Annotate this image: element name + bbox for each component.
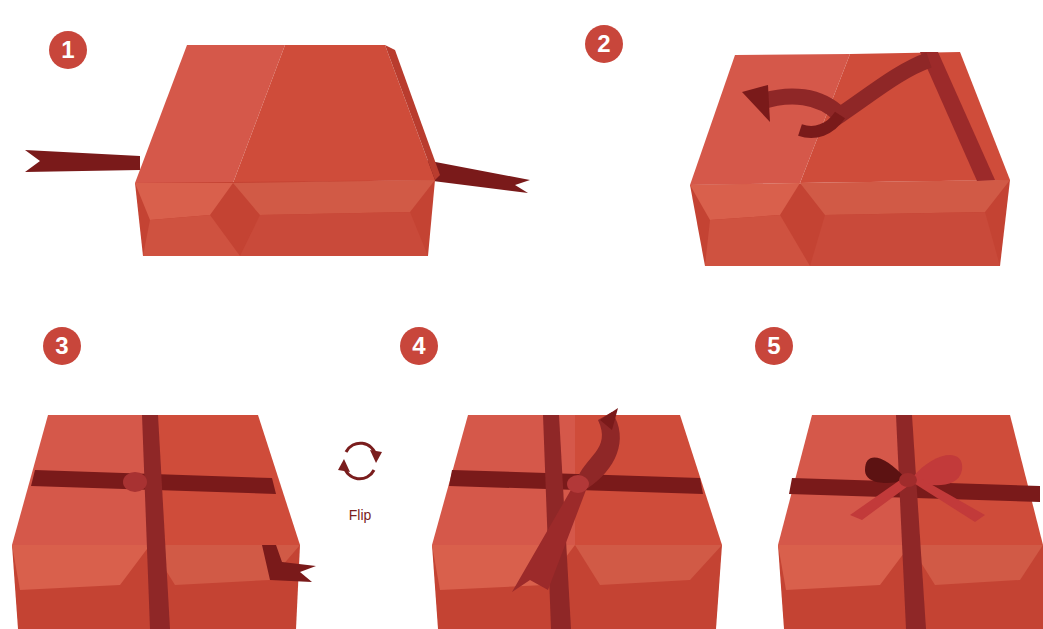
step-number-text: 5 — [767, 334, 780, 358]
gift-box-step-5-shape — [899, 473, 917, 487]
gift-box-step-3-shape — [123, 472, 147, 492]
gift-box-step-2-shape — [705, 215, 810, 266]
gift-box-step-3-shape — [142, 415, 170, 629]
gift-box-step-1-shape — [135, 183, 233, 220]
gift-box-step-2-shape — [760, 60, 929, 115]
step-number-text: 1 — [61, 38, 74, 62]
gift-box-step-4-shape — [432, 545, 722, 629]
flip-icon-shape — [346, 443, 376, 456]
gift-box-step-5-shape — [910, 545, 1043, 585]
flip-icon-shape — [344, 466, 374, 479]
gift-box-step-2-shape — [800, 115, 840, 132]
gift-box-step-2-shape — [920, 52, 995, 181]
gift-box-step-2 — [690, 52, 1010, 266]
gift-box-step-1-shape — [385, 45, 440, 180]
step-number-text: 4 — [412, 334, 425, 358]
gift-box-step-5-shape — [896, 415, 926, 629]
gift-box-step-3 — [12, 415, 316, 629]
step-number-text: 3 — [55, 334, 68, 358]
gift-box-step-1-shape — [143, 215, 240, 256]
gift-box-step-1-shape — [240, 212, 428, 256]
step-number: 4 — [400, 327, 438, 365]
step-number: 3 — [43, 327, 81, 365]
flip-icon-shape — [370, 450, 382, 463]
gift-box-step-4 — [432, 408, 722, 629]
gift-box-step-1-shape — [233, 45, 435, 183]
gift-box-step-2-shape — [742, 85, 770, 122]
gift-box-step-5-shape — [850, 480, 908, 520]
gift-box-step-5-shape — [910, 415, 1043, 545]
gift-box-step-2-shape — [690, 183, 800, 220]
flip-label: Flip — [349, 507, 372, 523]
step-number-text: 2 — [597, 32, 610, 56]
gift-box-step-1-shape — [425, 160, 530, 193]
step-number: 1 — [49, 31, 87, 69]
gift-box-step-5-shape — [865, 458, 905, 483]
gift-box-step-4-shape — [449, 470, 703, 494]
flip-icon — [338, 443, 382, 479]
gift-box-step-3-shape — [262, 545, 316, 582]
gift-box-step-2-shape — [800, 180, 1010, 215]
gift-box-step-5-shape — [778, 545, 910, 590]
gift-box-step-1-shape — [135, 180, 435, 256]
gift-box-step-3-shape — [12, 545, 150, 590]
gift-box-step-1-shape — [25, 150, 140, 172]
step-number: 2 — [585, 25, 623, 63]
gift-box-step-4-shape — [567, 475, 589, 493]
gift-box-step-2-shape — [810, 212, 1000, 266]
gift-box-step-1-shape — [233, 180, 435, 215]
gift-box-step-4-shape — [512, 488, 586, 592]
step-number: 5 — [755, 327, 793, 365]
gift-box-step-2-shape — [690, 180, 1010, 266]
gift-box-step-4-shape — [600, 408, 618, 430]
gift-box-step-4-shape — [575, 545, 722, 585]
flip-icon-shape — [338, 459, 350, 472]
gift-box-step-1 — [25, 45, 530, 256]
gift-box-step-5-shape — [912, 478, 985, 522]
gift-box-step-5 — [778, 415, 1043, 629]
